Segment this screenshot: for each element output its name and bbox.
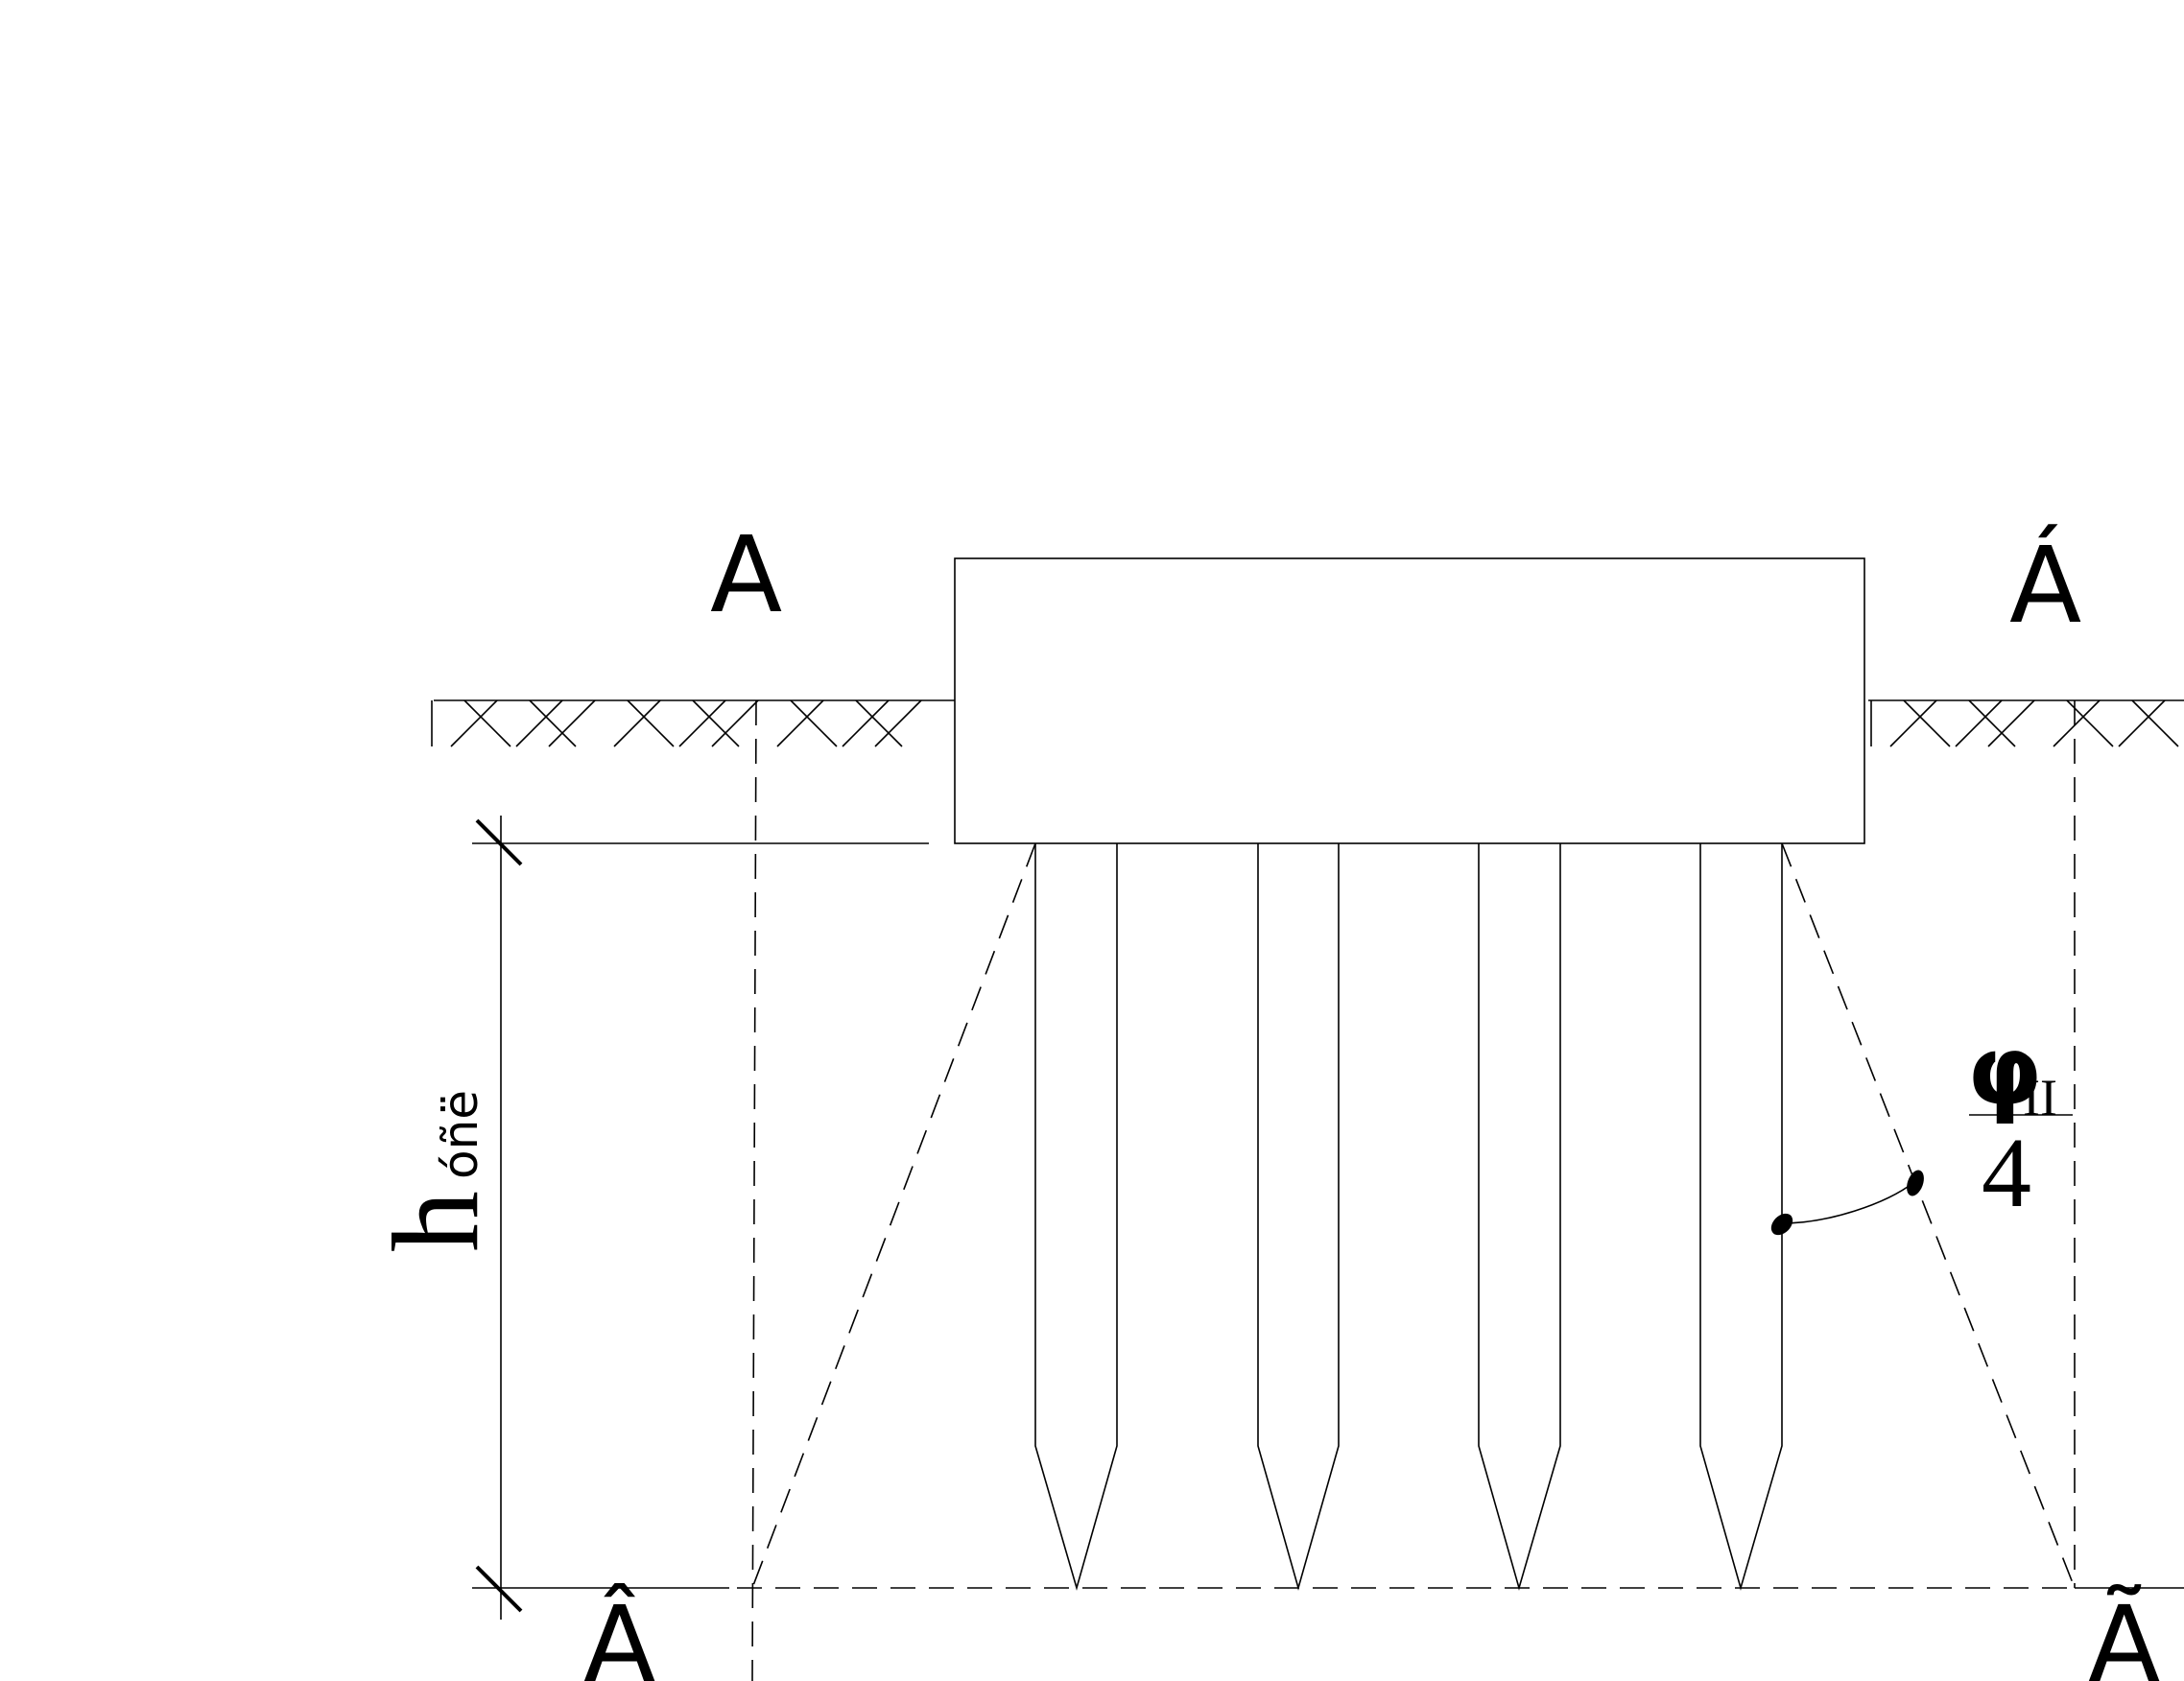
hatch-stroke <box>2131 699 2179 747</box>
hatch-stroke <box>790 699 838 747</box>
hatch-stroke <box>529 699 577 747</box>
hatch-stroke <box>678 699 726 747</box>
height-label: h óñë <box>368 1090 504 1252</box>
pile-1 <box>1034 843 1118 1591</box>
angle-denominator: 4 <box>1982 1118 2031 1228</box>
angle-phi-symbol: φ <box>1967 1014 2042 1126</box>
pile-cap <box>954 557 1865 844</box>
hatch-stroke <box>711 699 759 747</box>
angle-marker <box>1770 1170 1924 1236</box>
pile-3 <box>1478 843 1561 1591</box>
hatch-stroke <box>2118 699 2166 747</box>
hatch-stroke <box>776 699 824 747</box>
hatch-stroke <box>450 699 498 747</box>
height-dimension <box>472 816 729 1620</box>
angle-label: φ II 4 <box>1967 1014 2073 1228</box>
hatch-stroke <box>1903 699 1951 747</box>
conditional-foundation-outline <box>737 699 2076 1681</box>
point-label-bottom-left: Â <box>583 1582 655 1681</box>
hatch-stroke <box>613 699 661 747</box>
hatch-stroke <box>692 699 740 747</box>
angle-marker-dot-right <box>1907 1170 1924 1196</box>
hatch-stroke <box>874 699 922 747</box>
pile-2 <box>1257 843 1340 1591</box>
hatch-stroke <box>515 699 563 747</box>
hatch-stroke <box>548 699 596 747</box>
height-subscript: óñë <box>433 1090 488 1179</box>
hatch-stroke <box>1968 699 2016 747</box>
piles <box>1034 843 1783 1591</box>
angle-marker-dot-left <box>1770 1213 1793 1236</box>
hatch-stroke <box>627 699 675 747</box>
point-label-bottom-right: Ã <box>2088 1582 2160 1681</box>
hatch-stroke <box>463 699 511 747</box>
hatch-stroke <box>1955 699 2003 747</box>
hatch-stroke <box>1889 699 1937 747</box>
hatch-stroke <box>2053 699 2101 747</box>
pile-4 <box>1699 843 1783 1591</box>
point-label-top-right: Á <box>2009 523 2081 647</box>
point-label-top-left: A <box>710 513 782 636</box>
angle-phi-subscript: II <box>2023 1069 2057 1126</box>
hatch-stroke <box>1987 699 2035 747</box>
ground-hatching-right <box>1870 699 2179 747</box>
height-symbol: h <box>368 1191 504 1252</box>
ground-surface <box>431 699 2184 747</box>
hatch-stroke <box>842 699 890 747</box>
ground-hatching-left <box>431 699 922 747</box>
hatch-stroke <box>855 699 903 747</box>
